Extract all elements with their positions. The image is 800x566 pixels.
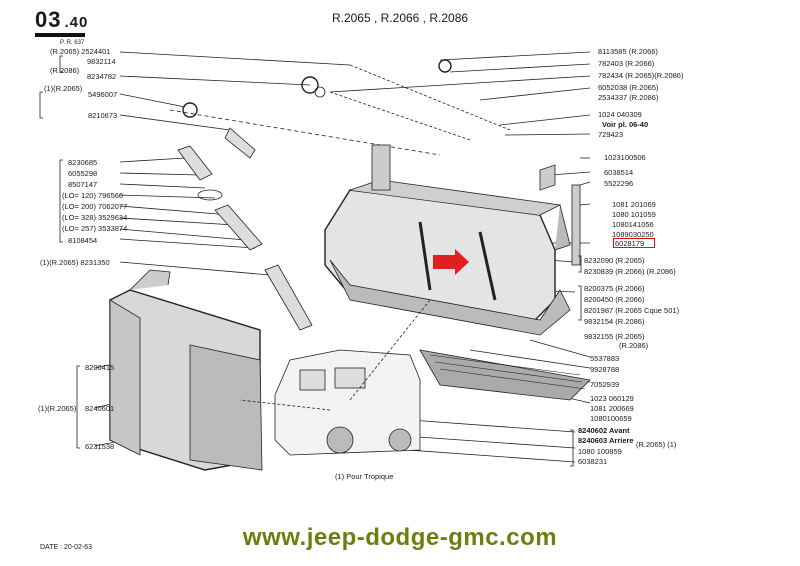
label-right: 1080100659 <box>590 414 632 423</box>
label-right: 8232090 (R.2065) <box>584 256 645 265</box>
label-left: (LO= 200) 7062077 <box>62 202 128 211</box>
label-left: 8234782 <box>87 72 117 81</box>
label-left: (1)(R.2065) 8231350 <box>40 258 110 267</box>
label-left: 8240601 <box>85 404 115 413</box>
section-number: 03.40 <box>35 7 89 32</box>
label-right: 8201987 (R.2065 Cque 501) <box>584 306 680 315</box>
label-right: 1023100506 <box>604 153 646 162</box>
highlight-box <box>613 238 655 248</box>
label-right: Voir pl. 06-40 <box>602 120 649 129</box>
label-left: 8507147 <box>68 180 98 189</box>
label-right: 8200450 (R.2066) <box>584 295 645 304</box>
label-right: 729423 <box>598 130 624 139</box>
label-left: 8230685 <box>68 158 98 167</box>
label-right: 9832154 (R.2086) <box>584 317 645 326</box>
label-left: 9832114 <box>87 57 116 66</box>
label-left: 5496007 <box>88 90 118 99</box>
label-right: (R.2086) <box>619 341 649 350</box>
pr-reference: P. R. 637 <box>60 40 85 46</box>
label-right: 1080 101059 <box>612 210 656 219</box>
label-right: 6038231 <box>578 457 608 466</box>
label-right: 6038514 <box>604 168 634 177</box>
label-left: (R.2086) <box>50 66 80 75</box>
label-right: 1080 100859 <box>578 447 622 456</box>
label-left: (LO= 328) 3529634 <box>62 213 128 222</box>
footnote: (1) Pour Tropique <box>335 472 394 481</box>
label-right: 1081 200669 <box>590 404 634 413</box>
label-right: 8200375 (R.2066) <box>584 284 645 293</box>
watermark: www.jeep-dodge-gmc.com <box>242 524 558 551</box>
date-stamp: DATE : 20-02-63 <box>40 544 93 551</box>
label-right: 5522296 <box>604 179 634 188</box>
label-left: (1)(R.2065) <box>44 84 83 93</box>
label-right-highlighted: 6028179 <box>615 239 645 248</box>
label-right: 7052939 <box>590 380 620 389</box>
label-right: 5537883 <box>590 354 620 363</box>
label-right: 1080141056 <box>612 220 654 229</box>
model-list: R.2065 , R.2066 , R.2086 <box>331 11 469 25</box>
label-right: 8230839 (R.2066) (R.2086) <box>584 267 676 276</box>
label-right: 1081 201069 <box>612 200 656 209</box>
label-left: 8210673 <box>88 111 118 120</box>
label-right: 1089030250 <box>612 230 654 239</box>
label-left: 6055298 <box>68 169 98 178</box>
label-right: 9832155 (R.2065) <box>584 332 645 341</box>
label-left: 8108454 <box>68 236 98 245</box>
label-left: 6231538 <box>85 442 115 451</box>
label-left: (1)(R.2065) <box>38 404 77 413</box>
label-right: 6052038 (R.2065) <box>598 83 659 92</box>
label-left: 8200415 <box>85 363 115 372</box>
label-right: 8240602 Avant <box>578 426 630 435</box>
label-left: (LO= 120) 796566 <box>62 191 124 200</box>
title-underline <box>35 33 85 37</box>
label-right: 1024 040309 <box>598 110 642 119</box>
label-right: 8113585 (R.2066) <box>598 47 658 56</box>
label-right: 782434 (R.2065)(R.2086) <box>598 71 684 80</box>
label-right: 782403 (R.2066) <box>598 59 655 68</box>
label-left: (R.2065) 2524401 <box>50 47 111 56</box>
label-left: (LO= 257) 3533874 <box>62 224 128 233</box>
label-right: (R.2065) (1) <box>636 440 677 449</box>
label-right: 8240603 Arriere <box>578 436 634 445</box>
label-right: 9928788 <box>590 365 620 374</box>
label-right: 1023 060129 <box>590 394 634 403</box>
label-right: 2534337 (R.2086) <box>598 93 659 102</box>
